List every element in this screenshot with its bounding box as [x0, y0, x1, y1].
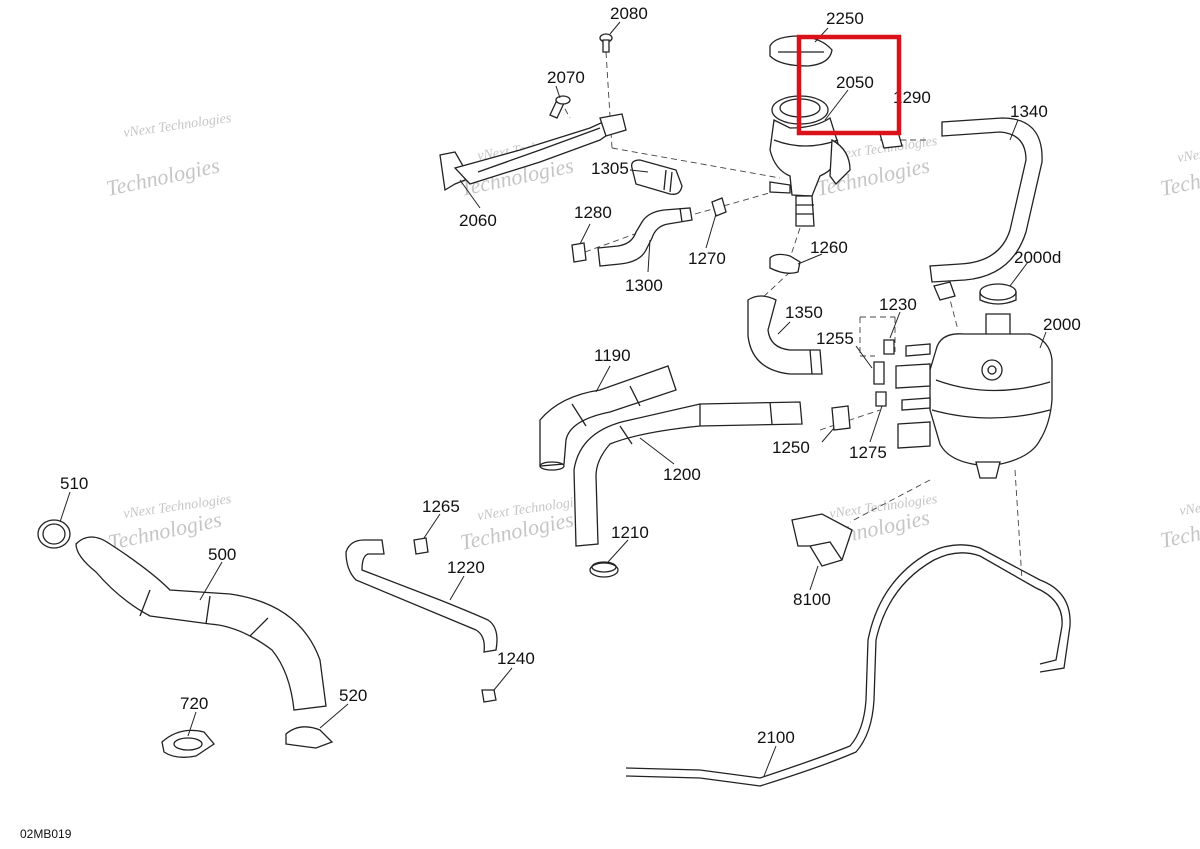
callout-1220: 1220	[447, 558, 485, 577]
callout-2080: 2080	[610, 4, 648, 23]
fitting-1265	[413, 537, 429, 555]
callout-500: 500	[208, 545, 236, 564]
watermark-text: vNext Technologies	[1178, 489, 1200, 519]
bracket-2060	[439, 113, 627, 192]
callout-1280: 1280	[574, 203, 612, 222]
callout-1200: 1200	[663, 465, 701, 484]
callout-2250: 2250	[826, 9, 864, 28]
callout-510: 510	[60, 474, 88, 493]
cap-1240	[481, 689, 497, 703]
watermark-text: vNext Technologies	[1176, 136, 1200, 166]
clamp-520	[285, 726, 334, 749]
hose-1190	[539, 365, 677, 471]
callout-1300: 1300	[625, 276, 663, 295]
cap-2000d	[979, 283, 1017, 305]
watermark-text: Technologies	[104, 152, 222, 200]
hose-1220	[345, 539, 498, 653]
callout-1270: 1270	[688, 249, 726, 268]
callout-1190: 1190	[594, 346, 631, 365]
ring-1260	[769, 253, 801, 274]
callout-2060: 2060	[459, 211, 497, 230]
callout-1305: 1305	[591, 159, 629, 178]
callout-1260: 1260	[810, 238, 848, 257]
callout-1350: 1350	[785, 303, 823, 322]
fitting-1305	[631, 159, 683, 195]
callout-1265: 1265	[422, 497, 460, 516]
callout-720: 720	[180, 694, 208, 713]
callout-1290: 1290	[893, 88, 931, 107]
screw-2080	[599, 33, 613, 53]
callout-1255: 1255	[816, 329, 854, 348]
hose-1340	[929, 117, 1043, 301]
callout-8100: 8100	[793, 590, 831, 609]
tank-2000	[895, 313, 1053, 479]
callout-2100: 2100	[757, 728, 795, 747]
hose-1300	[597, 207, 693, 267]
callout-1230: 1230	[879, 295, 917, 314]
clamp-720	[161, 729, 215, 758]
callout-1240: 1240	[497, 649, 535, 668]
callout-1210: 1210	[611, 523, 649, 542]
callout-1275: 1275	[849, 443, 887, 462]
bolt-2070	[549, 95, 571, 119]
hose-1200	[573, 401, 803, 547]
callout-2050: 2050	[836, 73, 874, 92]
document-code: 02MB019	[20, 827, 72, 841]
clamp-1210	[589, 561, 619, 578]
clip-1280	[571, 242, 587, 263]
plugs-1230-1255-1275	[831, 339, 895, 431]
highlight-box	[796, 34, 902, 136]
hose-500	[75, 536, 327, 711]
callout-520: 520	[339, 686, 367, 705]
callout-labels: 2080 2250 2070 2050 1290 1340 1305 2060 …	[60, 4, 1081, 747]
callout-2070: 2070	[547, 68, 585, 87]
clip-1270	[711, 197, 727, 217]
callout-1250: 1250	[772, 438, 810, 457]
hose-2100	[625, 544, 1071, 787]
callout-1340: 1340	[1010, 102, 1048, 121]
callout-2000: 2000	[1043, 315, 1081, 334]
callout-2000d: 2000d	[1014, 248, 1061, 267]
bracket-8100	[791, 513, 853, 567]
leader-lines	[59, 21, 1047, 777]
clamp-510	[37, 519, 71, 549]
watermark-text: vNext Technologies	[122, 111, 232, 141]
hose-1350	[747, 295, 823, 375]
